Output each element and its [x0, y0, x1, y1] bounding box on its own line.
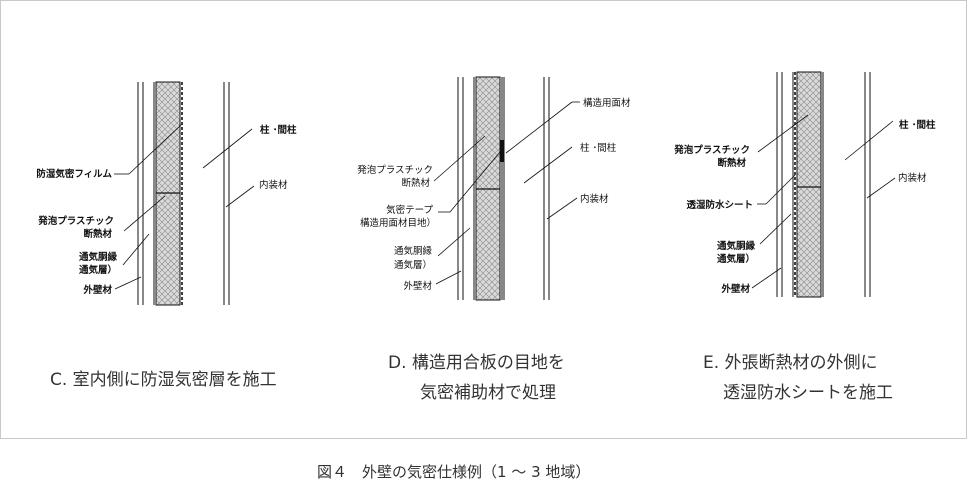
caption-e-line2: 透湿防水シートを施工 [723, 383, 893, 403]
label-interior-d: 内装材 [580, 193, 609, 205]
figure-caption: 図４ 外壁の気密仕様例（1 〜 3 地域） [317, 463, 590, 481]
label-foam-e-1: 発泡プラスチック [673, 144, 750, 156]
label-exterior-c: 外壁材 [82, 284, 112, 296]
label-foam-d-1: 発泡プラスチック [357, 164, 433, 176]
caption-d-line1: D. 構造用合板の目地を [388, 353, 565, 373]
caption-e-line1: E. 外張断熱材の外側に [703, 353, 878, 373]
label-membrane-e: 透湿防水シート [686, 199, 753, 211]
panel-d: 構造用面材 柱 ･間柱 内装材 発泡プラスチック 断熱材 気密テープ 構造用面材… [357, 76, 631, 403]
label-vapor-barrier-c: 防湿気密フィルム [36, 168, 112, 180]
label-column-d: 柱 ･間柱 [580, 142, 617, 154]
label-column-c: 柱 ･間柱 [260, 124, 297, 136]
label-column-e: 柱 ･間柱 [899, 119, 936, 131]
label-foam-c-1: 発泡プラスチック [37, 215, 114, 227]
label-air-e-1: 通気胴縁 [717, 240, 756, 252]
label-air-c-2: 通気層） [79, 264, 117, 276]
label-interior-e: 内装材 [898, 172, 927, 184]
label-plywood-d: 構造用面材 [583, 97, 631, 109]
label-air-d-1: 通気胴縁 [394, 245, 433, 257]
caption-c: C. 室内側に防湿気密層を施工 [50, 370, 277, 390]
label-foam-d-2: 断熱材 [401, 177, 430, 189]
label-exterior-d: 外壁材 [403, 280, 432, 292]
label-interior-c: 内装材 [259, 179, 288, 191]
label-exterior-e: 外壁材 [720, 283, 750, 295]
panel-e: 柱 ･間柱 内装材 発泡プラスチック 断熱材 透湿防水シート 通気胴縁 通気層）… [673, 71, 936, 403]
insulation-foam-e [796, 71, 822, 298]
caption-d-line2: 気密補助材で処理 [420, 383, 556, 403]
label-tape-d-1: 気密テープ [386, 204, 433, 216]
label-tape-d-2: 構造用面材目地） [360, 217, 436, 229]
label-foam-e-2: 断熱材 [717, 157, 746, 169]
label-air-e-2: 通気層） [717, 253, 755, 265]
panel-c: 柱 ･間柱 内装材 防湿気密フィルム 発泡プラスチック 断熱材 通気胴縁 通気層… [36, 81, 297, 390]
label-foam-c-2: 断熱材 [83, 228, 112, 240]
airtight-tape-d [500, 140, 504, 162]
label-air-d-2: 通気層） [394, 259, 432, 271]
label-air-c-1: 通気胴縁 [79, 251, 118, 263]
